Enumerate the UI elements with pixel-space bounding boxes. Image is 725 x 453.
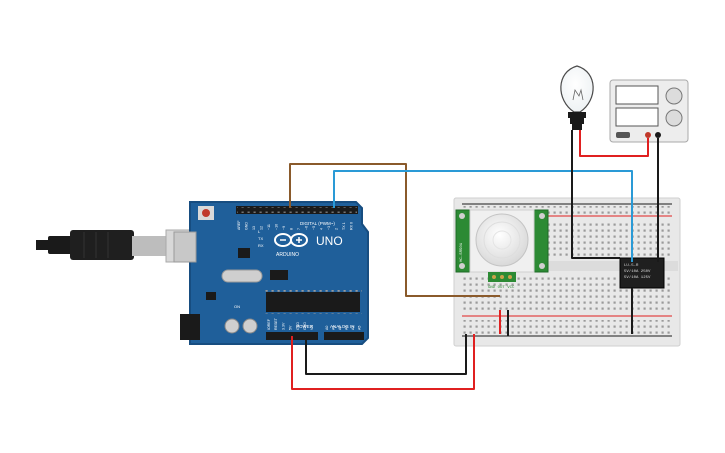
power-pin-label: 5V (289, 325, 293, 330)
analog-pin-label: A3 (345, 326, 349, 330)
relay-label-line-1: LU-5-R (624, 264, 639, 268)
digital-pin-label: 2 (335, 228, 339, 230)
digital-pin-label: ~6 (305, 226, 309, 230)
digital-pin-label: 12 (260, 226, 264, 230)
digital-pin-label: RX 0 (350, 222, 354, 230)
reset-button[interactable] (202, 209, 210, 217)
analog-pin-label: A1 (332, 326, 336, 330)
power-pin-label: GND (296, 322, 300, 330)
psu-current-display (615, 107, 659, 127)
analog-pin-label: A0 (325, 326, 329, 330)
tx-led-label: TX (258, 236, 263, 241)
pir-sensor: GND OUT VCC HC-SR501 (455, 209, 549, 290)
board-brand-label: ARDUINO (276, 252, 299, 258)
power-header-label: POWER (296, 324, 314, 329)
power-jack (180, 314, 200, 340)
relay-label-line-3: 5V/10A 125V (624, 275, 651, 280)
digital-pin-label: 13 (252, 226, 256, 230)
relay-icon: LU-5-R 5V/10A 250V 5V/10A 125V (619, 257, 665, 289)
digital-pin-label: ~10 (275, 224, 279, 230)
analog-pin-label: A4 (351, 326, 355, 330)
wire-red-5v (291, 334, 475, 390)
digital-pin-label: GND (245, 222, 249, 230)
digital-pin-label: ~11 (267, 224, 271, 230)
atmega-chip (266, 292, 360, 312)
digital-pin-label: ~3 (327, 226, 331, 230)
on-led-label: ON (234, 304, 240, 309)
power-supply-icon (609, 79, 689, 143)
digital-pin-label: 4 (320, 228, 324, 230)
l-led-label: L (258, 229, 261, 234)
power-pin-label: Vin (310, 325, 314, 330)
digital-header-label: DIGITAL (PWM~) (300, 221, 335, 226)
wire-red-psu (579, 130, 649, 157)
wire-black-gnd (305, 334, 467, 375)
wire-blue (333, 170, 633, 262)
wires (289, 130, 659, 390)
power-pin-label: RESET (274, 317, 278, 330)
wire-brown (289, 163, 500, 297)
digital-pin-label: 7 (297, 228, 301, 230)
rx-led-label: RX (258, 243, 264, 248)
digital-pin-label: TX 1 (342, 222, 346, 230)
psu-power-switch[interactable] (616, 132, 630, 138)
analog-pin-label: A2 (338, 326, 342, 330)
usb-cable-icon (36, 229, 193, 263)
arduino-uno-board: UNO ARDUINO DIGITAL (PWM~) POWER ANALOG … (173, 201, 369, 345)
relay-label-line-2: 5V/10A 250V (624, 269, 651, 274)
psu-voltage-knob[interactable] (665, 87, 683, 105)
digital-pin-label: AREF (237, 220, 241, 230)
digital-pin-label: 8 (290, 228, 294, 230)
power-pin-label: 3.3V (281, 322, 285, 330)
analog-header (324, 332, 364, 340)
power-pin-label: IOREF (267, 318, 271, 330)
pir-pin-label: GND OUT VCC (488, 286, 515, 290)
psu-current-knob[interactable] (665, 109, 683, 127)
analog-pin-label: A5 (358, 326, 362, 330)
psu-voltage-display (615, 85, 659, 105)
arduino-logo (274, 233, 308, 247)
light-bulb-icon (560, 65, 594, 130)
wire-black-bulb (571, 130, 620, 259)
usb-jack (173, 231, 197, 263)
digital-pin-label: ~9 (282, 226, 286, 230)
board-model-label: UNO (316, 234, 343, 248)
pir-side-label: HC-SR501 (460, 242, 464, 262)
digital-pin-label: ~5 (312, 226, 316, 230)
power-pin-label: GND (303, 322, 307, 330)
analog-header-label: ANALOG IN (330, 324, 355, 329)
